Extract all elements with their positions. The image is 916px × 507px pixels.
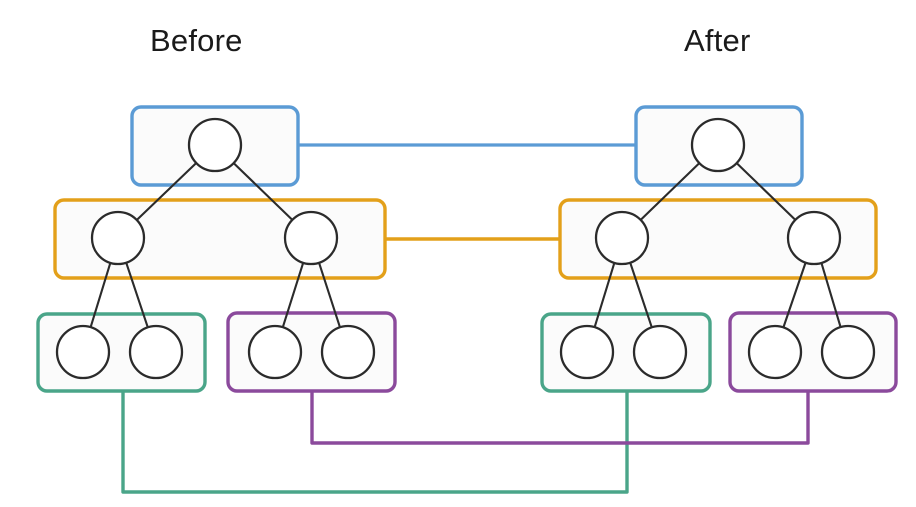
tree-edge — [317, 261, 342, 329]
group-tree-nodes — [55, 117, 876, 380]
tree-node[interactable] — [594, 210, 650, 266]
tree-node[interactable] — [55, 324, 111, 380]
tree-node[interactable] — [786, 210, 842, 266]
connector-purple — [310, 389, 810, 445]
tree-node[interactable] — [559, 324, 615, 380]
tree-node[interactable] — [128, 324, 184, 380]
tree-node[interactable] — [690, 117, 746, 173]
tree-edge — [593, 261, 616, 329]
tree-node[interactable] — [187, 117, 243, 173]
group-tree-edges — [89, 161, 842, 329]
tree-node[interactable] — [283, 210, 339, 266]
tree-edge — [820, 261, 842, 329]
tree-edge — [629, 261, 653, 329]
tree-edge — [232, 162, 294, 221]
tree-edge — [639, 162, 701, 221]
tree-edge — [782, 261, 807, 329]
tree-node[interactable] — [90, 210, 146, 266]
tree-edge — [735, 162, 797, 221]
group-connectors — [121, 143, 810, 494]
tree-node[interactable] — [820, 324, 876, 380]
tree-node[interactable] — [247, 324, 303, 380]
tree-edge — [89, 261, 112, 329]
tree-node[interactable] — [320, 324, 376, 380]
tree-edge — [125, 261, 149, 329]
heading-after: After — [684, 23, 751, 58]
tree-edge — [135, 161, 198, 222]
heading-before: Before — [150, 23, 243, 58]
tree-edge — [281, 261, 305, 329]
tree-node[interactable] — [632, 324, 688, 380]
tree-node[interactable] — [747, 324, 803, 380]
